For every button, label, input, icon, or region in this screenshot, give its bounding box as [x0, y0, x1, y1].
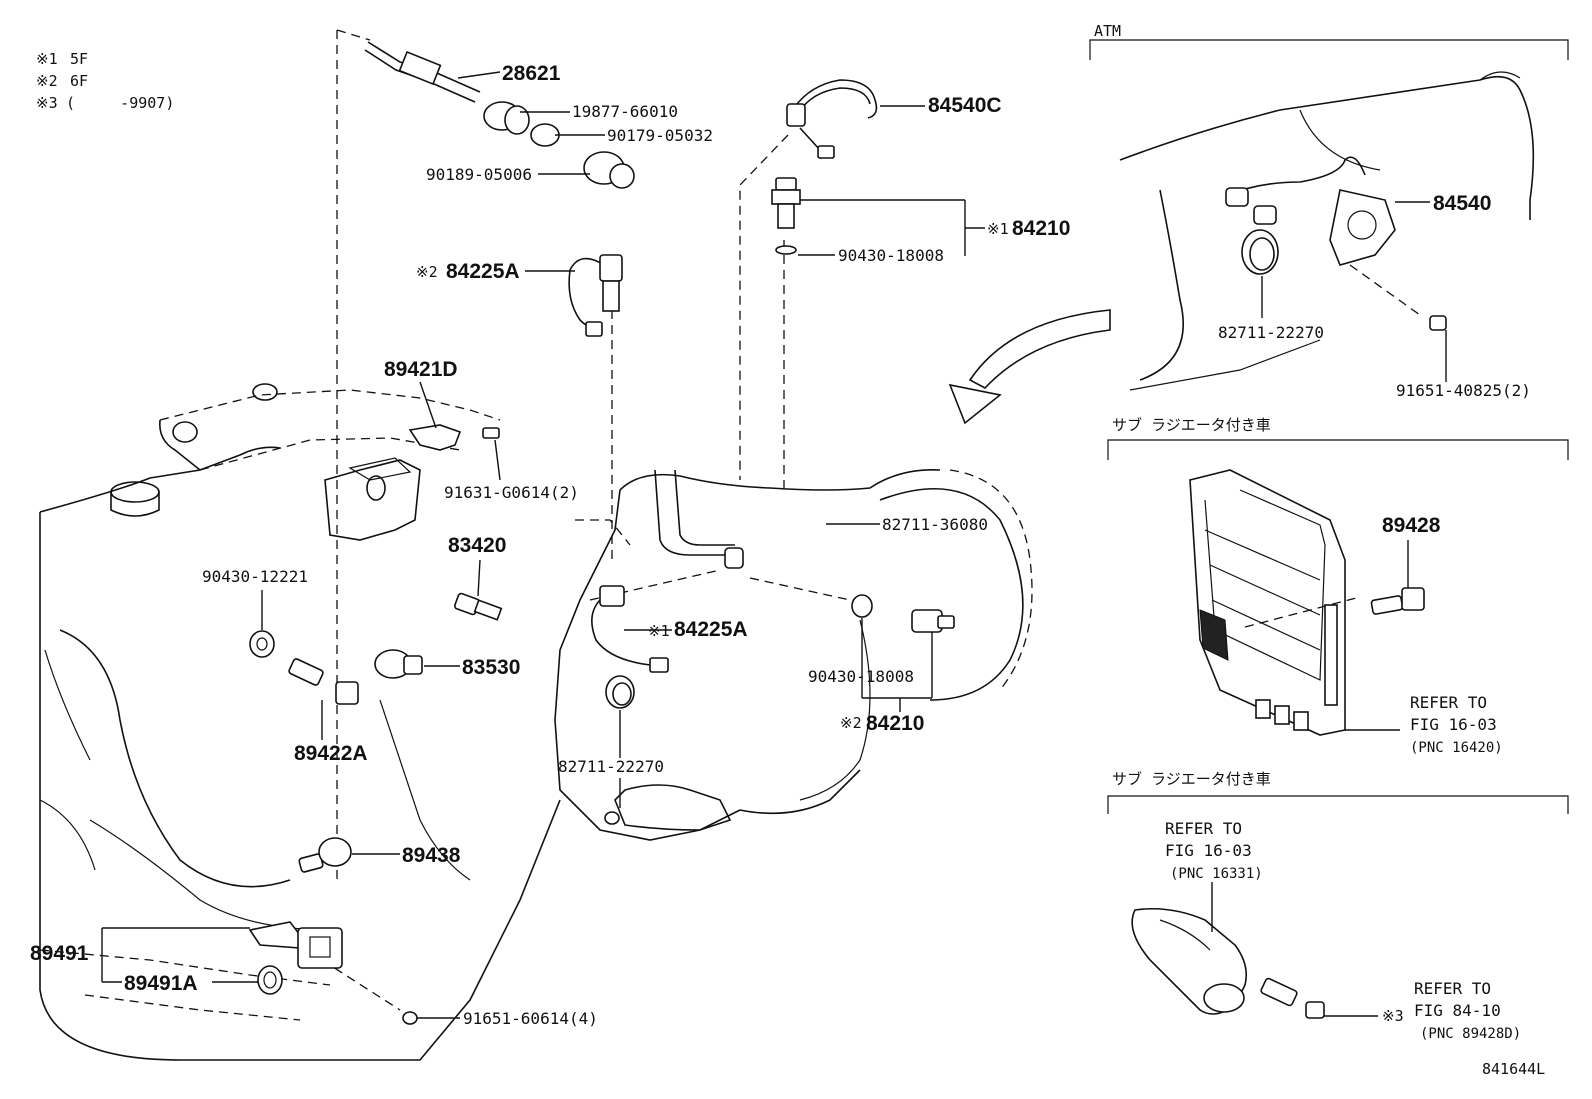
- assembly-guide-lines: [321, 29, 1421, 1011]
- part-83530-sensor: [374, 649, 423, 679]
- callout-28621: 28621: [502, 62, 561, 85]
- callout-90179-05032: 90179-05032: [607, 126, 713, 145]
- part-82711-22270-clamp: [605, 675, 635, 709]
- sub-radiator-1-callout-89428: 89428: [1382, 514, 1441, 537]
- callout-83530: 83530: [462, 656, 520, 679]
- note-3-mark: ※3: [36, 94, 58, 112]
- part-84210-top-sensor: [771, 177, 801, 255]
- callout-91631-g0614: 91631-G0614(2): [444, 483, 579, 502]
- callout-82711-22270: 82711-22270: [558, 757, 664, 776]
- callout-labels: 28621 19877-66010 90179-05032 90189-0500…: [30, 62, 1070, 1028]
- sub-radiator-2-refer-b-line3: (PNC 89428D): [1420, 1026, 1521, 1042]
- callout-89491a: 89491A: [124, 972, 198, 995]
- callout-84210-mid-mark: ※2: [840, 714, 862, 732]
- callout-89422a: 89422A: [294, 742, 368, 765]
- sub-radiator-1-title: サブ ラジエータ付き車: [1112, 416, 1271, 434]
- sub-radiator-1-refer-line1: REFER TO: [1410, 693, 1487, 712]
- callout-89438: 89438: [402, 844, 461, 867]
- sub-radiator-section-1: サブ ラジエータ付き車 89428 REFER TO FIG 16-03 (PN…: [1107, 416, 1569, 756]
- part-90430-12221-washer: [249, 630, 275, 658]
- atm-title: ATM: [1094, 22, 1121, 40]
- part-84225a-top-sensor: [568, 254, 623, 337]
- sub-radiator-section-2: サブ ラジエータ付き車 REFER TO FIG 16-03 (PNC 1633…: [1107, 770, 1569, 1042]
- callout-90430-18008-mid: 90430-18008: [808, 667, 914, 686]
- callout-19877-66010: 19877-66010: [572, 102, 678, 121]
- part-89491-sensor: [248, 921, 418, 1025]
- sub-radiator-2-refer-b-mark: ※3: [1382, 1007, 1404, 1025]
- callout-84225a-mid: 84225A: [674, 618, 748, 641]
- part-bushings: [483, 101, 635, 189]
- callout-90430-12221: 90430-12221: [202, 567, 308, 586]
- part-89438-sensor: [298, 837, 352, 873]
- part-89422a-sensor: [288, 658, 359, 705]
- callout-84210-top: 84210: [1012, 217, 1070, 240]
- callout-84210-top-mark: ※1: [987, 220, 1009, 238]
- atm-callout-91651-40825: 91651-40825(2): [1396, 381, 1531, 400]
- callout-84225a-mid-mark: ※1: [648, 622, 670, 640]
- callout-84540c: 84540C: [928, 94, 1002, 117]
- sub-radiator-2-refer-a-line3: (PNC 16331): [1170, 866, 1263, 882]
- sub-radiator-2-refer-b-line2: FIG 84-10: [1414, 1001, 1501, 1020]
- sub-radiator-2-refer-a-line2: FIG 16-03: [1165, 841, 1252, 860]
- atm-section: ATM 84540 82711-22270 91651-40825(2): [1089, 22, 1569, 400]
- callout-90189-05006: 90189-05006: [426, 165, 532, 184]
- note-2-text: 6F: [70, 72, 88, 90]
- figure-id: 841644L: [1482, 1060, 1545, 1078]
- direction-arrow: [948, 309, 1111, 425]
- callout-89421d: 89421D: [384, 358, 458, 381]
- note-2-mark: ※2: [36, 72, 58, 90]
- note-1-mark: ※1: [36, 50, 58, 68]
- part-28621-pipe: [364, 41, 481, 103]
- callout-82711-36080: 82711-36080: [882, 515, 988, 534]
- atm-callout-82711-22270: 82711-22270: [1218, 323, 1324, 342]
- callout-89491: 89491: [30, 942, 89, 965]
- sub-radiator-2-refer-b-line1: REFER TO: [1414, 979, 1491, 998]
- notes-legend: ※1 5F ※2 6F ※3 ( -9907): [36, 50, 174, 112]
- sub-radiator-2-title: サブ ラジエータ付き車: [1112, 770, 1271, 788]
- sub-radiator-1-refer-line2: FIG 16-03: [1410, 715, 1497, 734]
- part-84225a-mid-sensor: [591, 585, 669, 673]
- leader-lines: [101, 71, 985, 1019]
- part-83420-sensor: [453, 592, 503, 621]
- sub-radiator-1-refer-line3: (PNC 16420): [1410, 740, 1503, 756]
- note-3-text: ( -9907): [66, 94, 174, 112]
- part-84540c-sensor: [786, 79, 878, 159]
- callout-83420: 83420: [448, 534, 506, 557]
- callout-90430-18008-top: 90430-18008: [838, 246, 944, 265]
- atm-callout-84540: 84540: [1433, 192, 1491, 215]
- callout-84225a-top: 84225A: [446, 260, 520, 283]
- part-89421d-bracket: [408, 424, 500, 451]
- note-1-text: 5F: [70, 50, 88, 68]
- engine-transmission-illustration: [39, 383, 1033, 1061]
- callout-91651-60614: 91651-60614(4): [463, 1009, 598, 1028]
- part-84210-mid-sensor: [851, 594, 955, 633]
- sub-radiator-2-refer-a-line1: REFER TO: [1165, 819, 1242, 838]
- callout-84210-mid: 84210: [866, 712, 924, 735]
- callout-84225a-top-mark: ※2: [416, 263, 438, 281]
